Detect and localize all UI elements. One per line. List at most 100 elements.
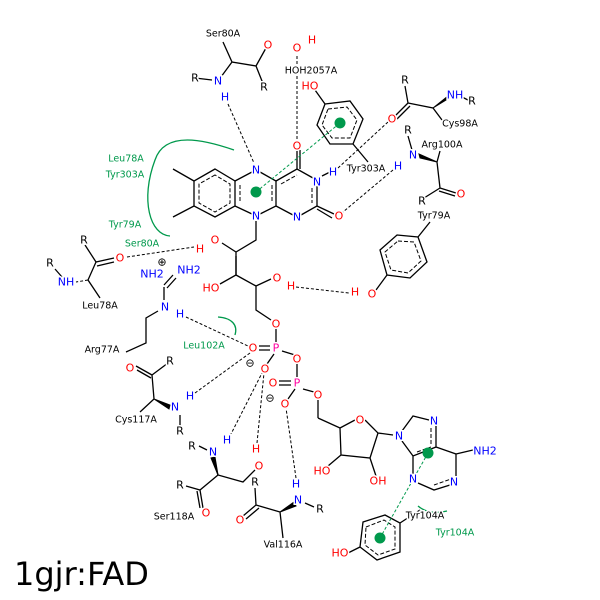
atom-n10: N [252, 210, 260, 223]
atom-n9: N [395, 430, 403, 443]
atom-h: H [221, 91, 229, 104]
atom-h: H [252, 443, 260, 456]
atom-r: R [176, 425, 184, 438]
residue-ser80: Ser80A [206, 29, 241, 40]
atom-nh2: NH2 [140, 268, 164, 281]
atom-ho: HO [332, 547, 349, 560]
pi-center-tyr303 [334, 117, 346, 129]
atom-o: O [457, 188, 466, 201]
atom-n: N [171, 401, 179, 414]
hydrophobic-ser80: Ser80A [125, 239, 160, 250]
atom-r: R [80, 234, 88, 247]
residue-labels: Ser80A HOH2057A Tyr303A Cys98A Arg100A T… [81, 27, 480, 552]
hydrophobic-tyr303: Tyr303A [105, 170, 145, 181]
atom-h: H [176, 308, 184, 321]
residue-tyr303: Tyr303A [346, 164, 386, 175]
atom-r: R [401, 74, 409, 87]
atom-o: O [255, 460, 264, 473]
atom-o: O [269, 377, 278, 390]
atom-o: O [264, 39, 273, 52]
atom-r: R [176, 479, 184, 492]
atom-o: O [236, 514, 245, 527]
atom-n1: N [293, 211, 301, 224]
atom-o: O [202, 507, 211, 520]
atom-r: R [418, 195, 426, 208]
atom-o4: O [293, 140, 302, 153]
atom-ho: HO [314, 465, 331, 478]
hydrophobic-tyr104: Tyr104A [435, 528, 475, 539]
atom-r: R [191, 72, 199, 85]
hydrophobic-contacts [147, 139, 448, 513]
hydrophobic-tyr79: Tyr79A [108, 220, 142, 231]
atom-o: O [314, 389, 323, 402]
atom-n5: N [252, 164, 260, 177]
hydrogen-bonds [126, 56, 394, 479]
atom-nh: NH [58, 276, 75, 289]
positive-charge: ⊕ [157, 256, 166, 269]
atom-n7: N [430, 415, 438, 428]
residue-ser118: Ser118A [154, 512, 195, 523]
atom-n3: N [313, 176, 321, 189]
atom-nh2: NH2 [473, 445, 497, 458]
diagram-title: 1gjr:FAD [14, 555, 149, 593]
atom-p: P [273, 342, 280, 355]
atom-nh: NH [447, 89, 464, 102]
atom-o2: O [335, 210, 344, 223]
pi-interactions [250, 117, 434, 544]
atom-p: P [294, 377, 301, 390]
atom-h: H [287, 280, 295, 293]
atom-o: O [356, 414, 365, 427]
atom-n: N [214, 75, 222, 88]
atom-o: O [211, 234, 220, 247]
atom-n: N [161, 301, 169, 314]
residue-tyr79: Tyr79A [417, 211, 451, 222]
atom-r: R [468, 95, 476, 108]
atom-o: O [272, 318, 281, 331]
atom-ho: HO [203, 282, 220, 295]
atom-r: R [188, 440, 196, 453]
atom-h: H [196, 243, 204, 256]
atom-o: O [261, 363, 270, 376]
atom-o: O [293, 42, 302, 55]
residue-arg100: Arg100A [422, 140, 463, 151]
negative-charge: ⊖ [245, 357, 254, 370]
pi-center-flavin [250, 186, 262, 198]
atom-nh2: NH2 [177, 264, 201, 277]
atom-n: N [209, 446, 217, 459]
residue-hoh2057: HOH2057A [285, 66, 338, 77]
atom-n3a: N [409, 473, 417, 486]
atom-o: O [368, 288, 377, 301]
bonds [54, 41, 474, 561]
atom-r: R [166, 355, 174, 368]
residue-arg77: Arg77A [85, 345, 120, 356]
residue-tyr104: Tyr104A [405, 511, 445, 522]
atom-ho: HO [302, 80, 319, 93]
atom-h: H [186, 390, 194, 403]
pi-center-adenine [422, 447, 434, 459]
atom-h: H [223, 434, 231, 447]
atom-o: O [116, 252, 125, 265]
residue-cys117: Cys117A [115, 415, 157, 426]
atom-n1a: N [450, 476, 458, 489]
atom-o: O [388, 113, 397, 126]
negative-charge: ⊖ [265, 392, 274, 405]
hydrophobic-leu78: Leu78A [108, 154, 144, 165]
atom-o: O [126, 362, 135, 375]
pi-center-tyr104 [374, 532, 386, 544]
atom-oh: OH [370, 475, 387, 488]
atom-r: R [316, 503, 324, 516]
atom-o: O [293, 353, 302, 366]
atom-h: H [329, 166, 337, 179]
atom-h: H [351, 286, 359, 299]
atom-labels: O R R N H O H N N O N H N O O H HO O H O… [45, 32, 499, 561]
residue-cys98: Cys98A [442, 119, 478, 130]
residue-val116: Val116A [264, 540, 303, 551]
atom-n: N [294, 494, 302, 507]
hydrophobic-leu102: Leu102A [183, 341, 225, 352]
residue-leu78: Leu78A [82, 301, 118, 312]
atom-h: H [394, 160, 402, 173]
atom-o: O [281, 398, 290, 411]
atom-o: O [249, 342, 258, 355]
